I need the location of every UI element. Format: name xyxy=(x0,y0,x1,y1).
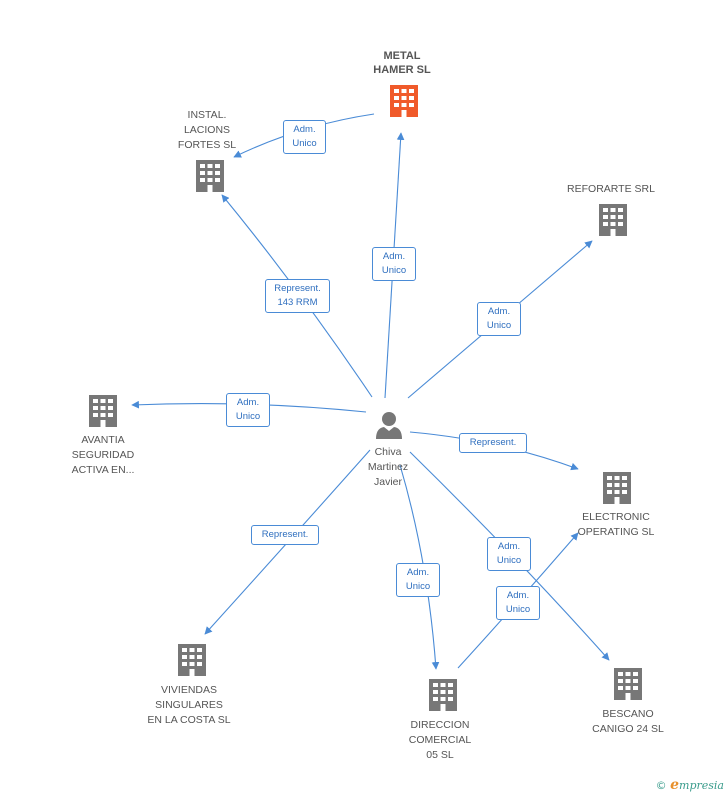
relation-line-1: Adm. xyxy=(497,541,521,552)
relation-line-1: Represent. xyxy=(469,437,517,448)
empresia-brand[interactable]: © empresia xyxy=(656,777,724,793)
metal-hamer-building-icon[interactable] xyxy=(390,85,418,117)
center-line-1: Chiva xyxy=(374,446,402,458)
copyright-symbol: © xyxy=(655,779,667,792)
node-bescano-label[interactable]: BESCANO CANIGO 24 SL xyxy=(580,707,676,737)
center-line-3: Javier xyxy=(373,476,402,488)
direccion-line-2: COMERCIAL xyxy=(408,734,472,746)
reforarte-line-1: REFORARTE SRL xyxy=(567,183,655,195)
electronic-line-1: ELECTRONIC xyxy=(582,511,650,523)
viviendas-line-1: VIVIENDAS xyxy=(160,684,218,696)
relation-line-1: Adm. xyxy=(506,590,530,601)
relation-center-electronic[interactable]: Represent. xyxy=(459,433,527,453)
instal-line-2: LACIONS xyxy=(183,124,231,136)
relation-line-2: Unico xyxy=(292,138,317,149)
node-reforarte-label[interactable]: REFORARTE SRL xyxy=(560,182,662,197)
relation-line-1: Adm. xyxy=(487,306,511,317)
relation-line-2: Unico xyxy=(505,604,531,615)
relation-line-1: Represent. xyxy=(274,283,321,294)
node-viviendas-label[interactable]: VIVIENDAS SINGULARES EN LA COSTA SL xyxy=(134,683,244,728)
instal-line-1: INSTAL. xyxy=(187,109,227,121)
instal-line-3: FORTES SL xyxy=(177,139,237,151)
relation-center-metal[interactable]: Adm. Unico xyxy=(372,247,416,281)
relation-center-viviendas[interactable]: Represent. xyxy=(251,525,319,545)
relation-line-1: Adm. xyxy=(382,251,406,262)
bescano-line-2: CANIGO 24 SL xyxy=(592,723,664,735)
relation-center-avantia[interactable]: Adm. Unico xyxy=(226,393,270,427)
relation-line-2: Unico xyxy=(381,265,407,276)
avantia-line-3: ACTIVA EN... xyxy=(71,464,135,476)
relation-center-bescano[interactable]: Adm. Unico xyxy=(487,537,531,571)
center-line-2: Martinez xyxy=(367,461,409,473)
instal-lacions-building-icon[interactable] xyxy=(196,160,224,192)
bescano-line-1: BESCANO xyxy=(602,708,654,720)
node-metal-hamer-label[interactable]: METAL HAMER SL xyxy=(362,49,442,77)
direccion-building-icon[interactable] xyxy=(429,679,457,711)
brand-name: mpresia xyxy=(679,779,724,792)
node-instal-lacions-label[interactable]: INSTAL. LACIONS FORTES SL xyxy=(167,108,247,153)
relation-center-reforarte[interactable]: Adm. Unico xyxy=(477,302,521,336)
avantia-building-icon[interactable] xyxy=(89,395,117,427)
avantia-line-1: AVANTIA xyxy=(81,434,125,446)
direccion-line-1: DIRECCION xyxy=(410,719,470,731)
relation-line-2: Unico xyxy=(405,581,431,592)
relation-direccion-electronic[interactable]: Adm. Unico xyxy=(496,586,540,620)
relation-line-1: Adm. xyxy=(236,397,260,408)
relation-line-1: Adm. xyxy=(406,567,430,578)
viviendas-building-icon[interactable] xyxy=(178,644,206,676)
relation-line-2: 143 RRM xyxy=(277,297,318,308)
electronic-line-2: OPERATING SL xyxy=(577,526,655,538)
relation-line-1: Represent. xyxy=(261,529,309,540)
metal-hamer-line-2: HAMER SL xyxy=(373,64,431,76)
relation-line-2: Unico xyxy=(496,555,522,566)
viviendas-line-2: SINGULARES xyxy=(155,699,223,711)
bescano-building-icon[interactable] xyxy=(614,668,642,700)
node-avantia-label[interactable]: AVANTIA SEGURIDAD ACTIVA EN... xyxy=(58,433,148,478)
electronic-building-icon[interactable] xyxy=(603,472,631,504)
relation-line-2: Unico xyxy=(486,320,512,331)
brand-initial: e xyxy=(670,777,680,793)
relation-center-direccion[interactable]: Adm. Unico xyxy=(396,563,440,597)
node-center-label[interactable]: Chiva Martinez Javier xyxy=(352,445,424,490)
node-electronic-label[interactable]: ELECTRONIC OPERATING SL xyxy=(568,510,664,540)
relation-line-1: Adm. xyxy=(293,124,316,135)
viviendas-line-3: EN LA COSTA SL xyxy=(147,714,231,726)
relation-instal-metal[interactable]: Adm. Unico xyxy=(283,120,326,154)
metal-hamer-line-1: METAL xyxy=(383,50,421,62)
node-direccion-label[interactable]: DIRECCION COMERCIAL 05 SL xyxy=(400,718,480,763)
avantia-line-2: SEGURIDAD xyxy=(71,449,135,461)
reforarte-building-icon[interactable] xyxy=(599,204,627,236)
relation-line-2: Unico xyxy=(235,411,261,422)
relation-center-instal[interactable]: Represent. 143 RRM xyxy=(265,279,330,313)
person-icon[interactable] xyxy=(376,412,402,439)
direccion-line-3: 05 SL xyxy=(426,749,454,761)
